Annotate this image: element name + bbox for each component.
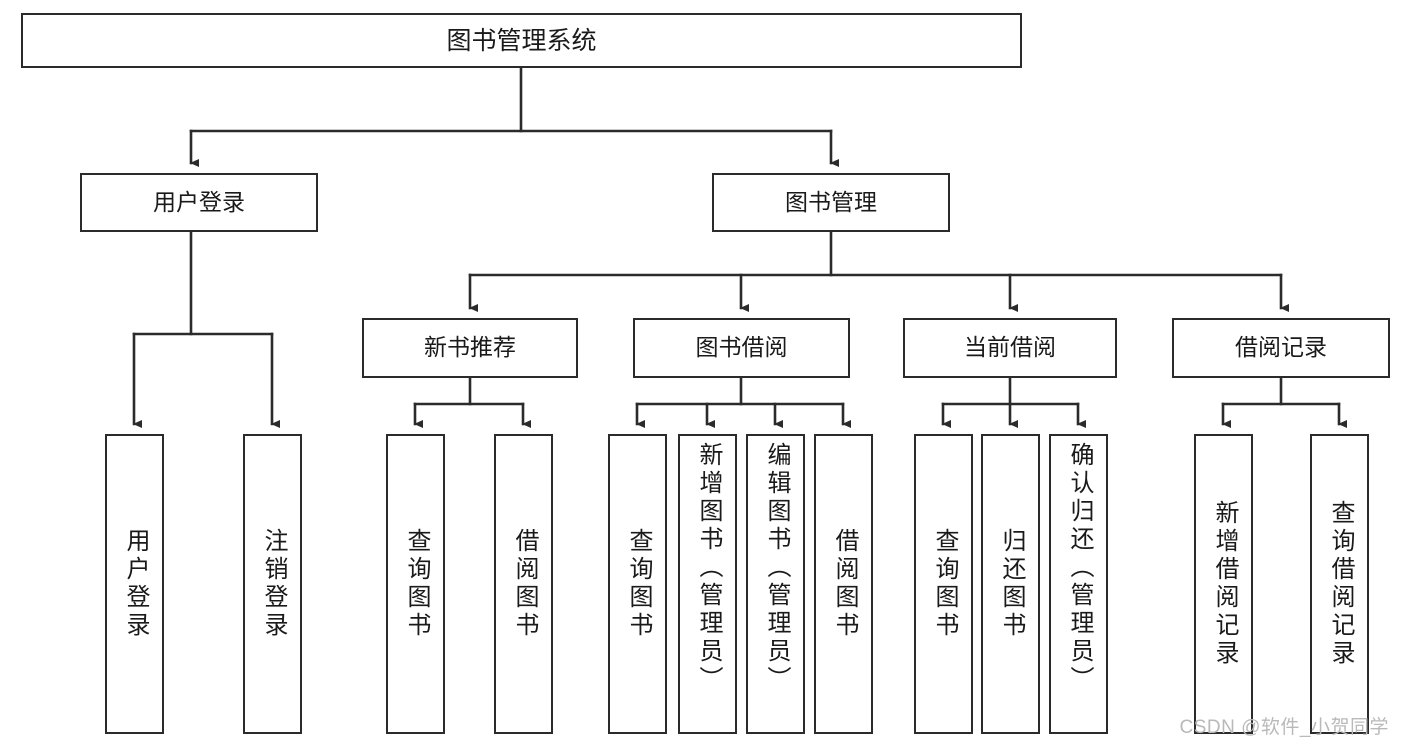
node-label: 归还图书 (997, 528, 1025, 640)
node-label: 注销登录 (259, 528, 287, 640)
node-book-borrow[interactable]: 图书借阅 (633, 318, 850, 378)
node-label: 图书管理系统 (446, 26, 597, 55)
node-label: 新增借阅记录 (1210, 500, 1238, 668)
node-leaf-add-book[interactable]: 新增图书（管理员） (678, 434, 737, 734)
node-label: 借阅图书 (510, 528, 538, 640)
watermark-text: CSDN @软件_小贺同学 (1179, 717, 1389, 738)
node-label: 用户登录 (121, 528, 149, 640)
node-label: 图书管理 (785, 188, 877, 215)
node-label: 新书推荐 (424, 334, 516, 361)
node-label: 编辑图书（管理员） (762, 442, 790, 694)
node-label: 借阅图书 (830, 528, 858, 640)
node-leaf-logout[interactable]: 注销登录 (243, 434, 302, 734)
node-leaf-user-login[interactable]: 用户登录 (105, 434, 164, 734)
node-label: 借阅记录 (1235, 334, 1327, 361)
node-leaf-borrow-book-1[interactable]: 借阅图书 (494, 434, 553, 734)
node-leaf-query-book-1[interactable]: 查询图书 (386, 434, 445, 734)
node-label: 当前借阅 (964, 334, 1056, 361)
node-leaf-confirm-return[interactable]: 确认归还（管理员） (1049, 434, 1108, 734)
node-borrow-record[interactable]: 借阅记录 (1172, 318, 1390, 378)
node-label: 查询图书 (624, 528, 652, 640)
node-label: 查询借阅记录 (1326, 500, 1354, 668)
node-leaf-return-book[interactable]: 归还图书 (981, 434, 1040, 734)
node-leaf-add-record[interactable]: 新增借阅记录 (1194, 434, 1253, 734)
node-current-borrow[interactable]: 当前借阅 (903, 318, 1117, 378)
node-label: 查询图书 (402, 528, 430, 640)
node-label: 确认归还（管理员） (1065, 442, 1093, 694)
node-book-management[interactable]: 图书管理 (712, 173, 950, 232)
node-book-management-system[interactable]: 图书管理系统 (21, 13, 1022, 68)
node-label: 用户登录 (153, 188, 245, 215)
node-leaf-borrow-book-2[interactable]: 借阅图书 (814, 434, 873, 734)
node-label: 查询图书 (930, 528, 958, 640)
node-user-login[interactable]: 用户登录 (80, 173, 318, 232)
node-leaf-query-book-2[interactable]: 查询图书 (608, 434, 667, 734)
node-leaf-query-book-3[interactable]: 查询图书 (914, 434, 973, 734)
node-leaf-query-record[interactable]: 查询借阅记录 (1310, 434, 1369, 734)
node-leaf-edit-book[interactable]: 编辑图书（管理员） (746, 434, 805, 734)
node-label: 新增图书（管理员） (694, 442, 722, 694)
node-label: 图书借阅 (695, 334, 788, 361)
node-new-book-recommend[interactable]: 新书推荐 (362, 318, 578, 378)
